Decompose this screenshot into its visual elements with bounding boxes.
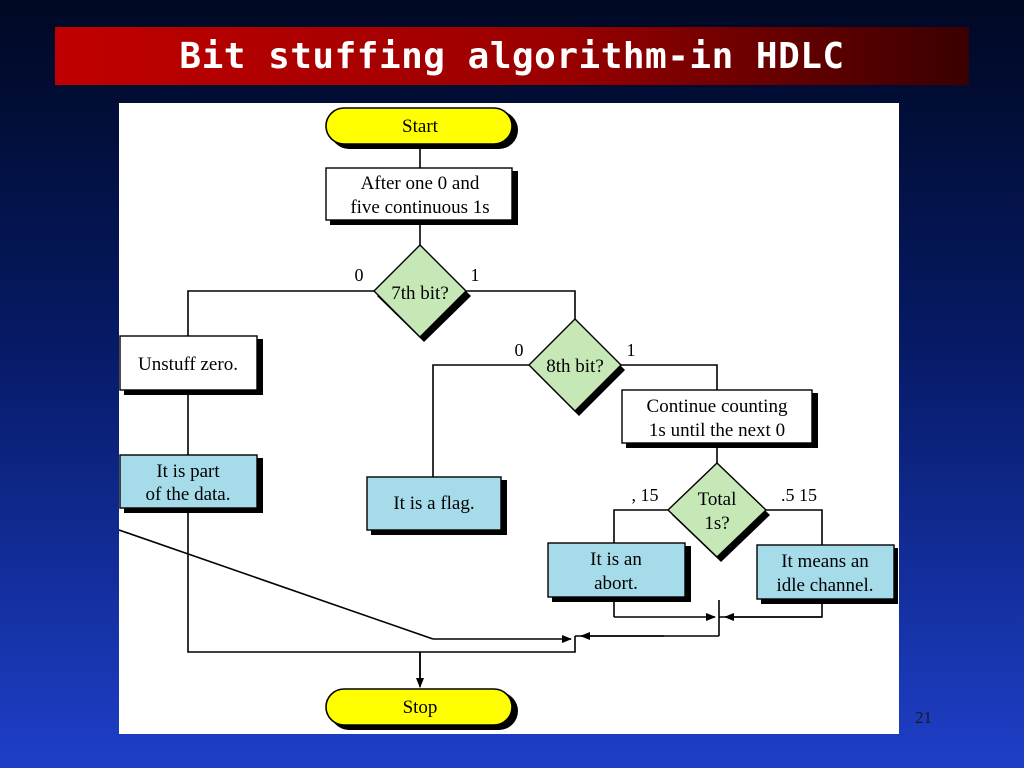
branch-7th-0-label: 0 — [355, 265, 364, 285]
part-of-data-box: It is part of the data. — [119, 454, 263, 513]
decision-total-1s: Total 1s? — [666, 462, 770, 562]
slide-number: 21 — [915, 708, 932, 727]
abort-line-2: abort. — [594, 573, 638, 594]
continue-counting-box: Continue counting 1s until the next 0 — [621, 389, 818, 448]
abort-line-1: It is an — [590, 549, 642, 570]
flowchart-diagram: Start After one 0 and five continuous 1s… — [119, 107, 898, 730]
continue-line-1: Continue counting — [647, 396, 788, 417]
branch-total-gt15-label: .5 15 — [781, 485, 817, 505]
branch-8th-0-label: 0 — [515, 340, 524, 360]
continue-line-2: 1s until the next 0 — [649, 420, 785, 441]
decision-8th-label: 8th bit? — [546, 356, 604, 377]
start-label: Start — [402, 116, 439, 137]
title-bar: Bit stuffing algorithm-in HDLC — [55, 27, 969, 85]
part-of-data-line-2: of the data. — [146, 484, 231, 505]
unstuff-label: Unstuff zero. — [138, 354, 238, 375]
branch-total-lt15-label: , 15 — [632, 485, 659, 505]
after-zero-process-box: After one 0 and five continuous 1s — [325, 167, 518, 225]
flowchart-panel: Start After one 0 and five continuous 1s… — [119, 103, 899, 734]
branch-7th-1-label: 1 — [471, 265, 480, 285]
flag-box: It is a flag. — [366, 476, 507, 535]
decision-8th-bit: 8th bit? — [528, 318, 625, 416]
decision-total-line-1: Total — [698, 489, 737, 510]
unstuff-zero-box: Unstuff zero. — [119, 335, 263, 395]
idle-channel-box: It means an idle channel. — [756, 544, 898, 604]
stop-terminal: Stop — [325, 688, 518, 730]
decision-total-line-2: 1s? — [704, 513, 729, 534]
decision-7th-bit: 7th bit? — [373, 244, 471, 342]
part-of-data-line-1: It is part — [156, 461, 220, 482]
arrowheads — [416, 613, 822, 688]
idle-line-1: It means an — [781, 551, 869, 572]
idle-line-2: idle channel. — [776, 575, 873, 596]
decision-7th-label: 7th bit? — [391, 283, 449, 304]
after-box-line-1: After one 0 and — [361, 173, 480, 194]
stop-label: Stop — [403, 697, 438, 718]
start-terminal: Start — [325, 107, 518, 149]
abort-box: It is an abort. — [547, 542, 691, 602]
slide-title: Bit stuffing algorithm-in HDLC — [179, 35, 845, 77]
after-box-line-2: five continuous 1s — [350, 197, 489, 218]
flag-label: It is a flag. — [393, 493, 474, 514]
branch-8th-1-label: 1 — [627, 340, 636, 360]
